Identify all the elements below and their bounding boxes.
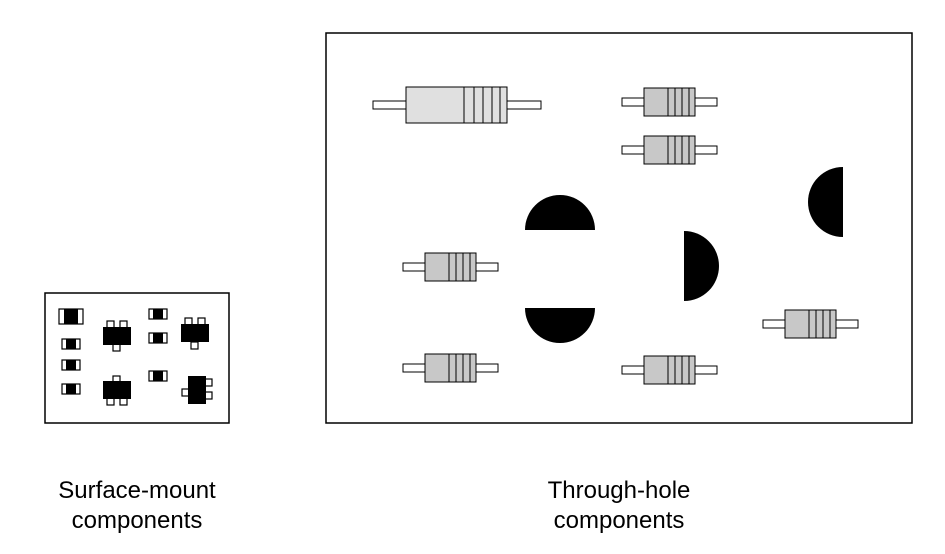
smd-transistor-2 bbox=[181, 317, 209, 350]
through-hole-caption: Through-hole components bbox=[499, 476, 739, 536]
surface-mount-board bbox=[44, 292, 230, 424]
axial-resistor-1 bbox=[621, 87, 718, 117]
smd-chip-1 bbox=[58, 308, 84, 325]
semicircle-part-bottom bbox=[525, 308, 595, 343]
through-hole-caption-line1: Through-hole bbox=[547, 477, 691, 504]
surface-mount-caption-line2: components bbox=[71, 507, 203, 534]
smd-transistor-4 bbox=[181, 376, 213, 404]
axial-resistor-6 bbox=[762, 309, 859, 339]
semicircle-part-right bbox=[808, 167, 843, 237]
surface-mount-caption-line1: Surface-mount bbox=[58, 477, 216, 504]
axial-resistor-5 bbox=[621, 355, 718, 385]
axial-resistor-2 bbox=[621, 135, 718, 165]
semicircle-part-top bbox=[525, 195, 595, 230]
smd-chip-6 bbox=[148, 332, 168, 344]
smd-transistor-3 bbox=[103, 375, 131, 406]
axial-resistor-large bbox=[372, 86, 542, 124]
axial-resistor-4 bbox=[402, 353, 499, 383]
smd-chip-5 bbox=[148, 308, 168, 320]
through-hole-caption-line2: components bbox=[553, 507, 685, 534]
smd-chip-4 bbox=[61, 383, 81, 395]
smd-chip-7 bbox=[148, 370, 168, 382]
smd-chip-3 bbox=[61, 359, 81, 371]
axial-resistor-3 bbox=[402, 252, 499, 282]
through-hole-board bbox=[325, 32, 913, 424]
semicircle-part-center bbox=[684, 231, 719, 301]
smd-transistor-1 bbox=[103, 320, 131, 352]
surface-mount-caption: Surface-mount components bbox=[17, 476, 257, 536]
smd-chip-2 bbox=[61, 338, 81, 350]
